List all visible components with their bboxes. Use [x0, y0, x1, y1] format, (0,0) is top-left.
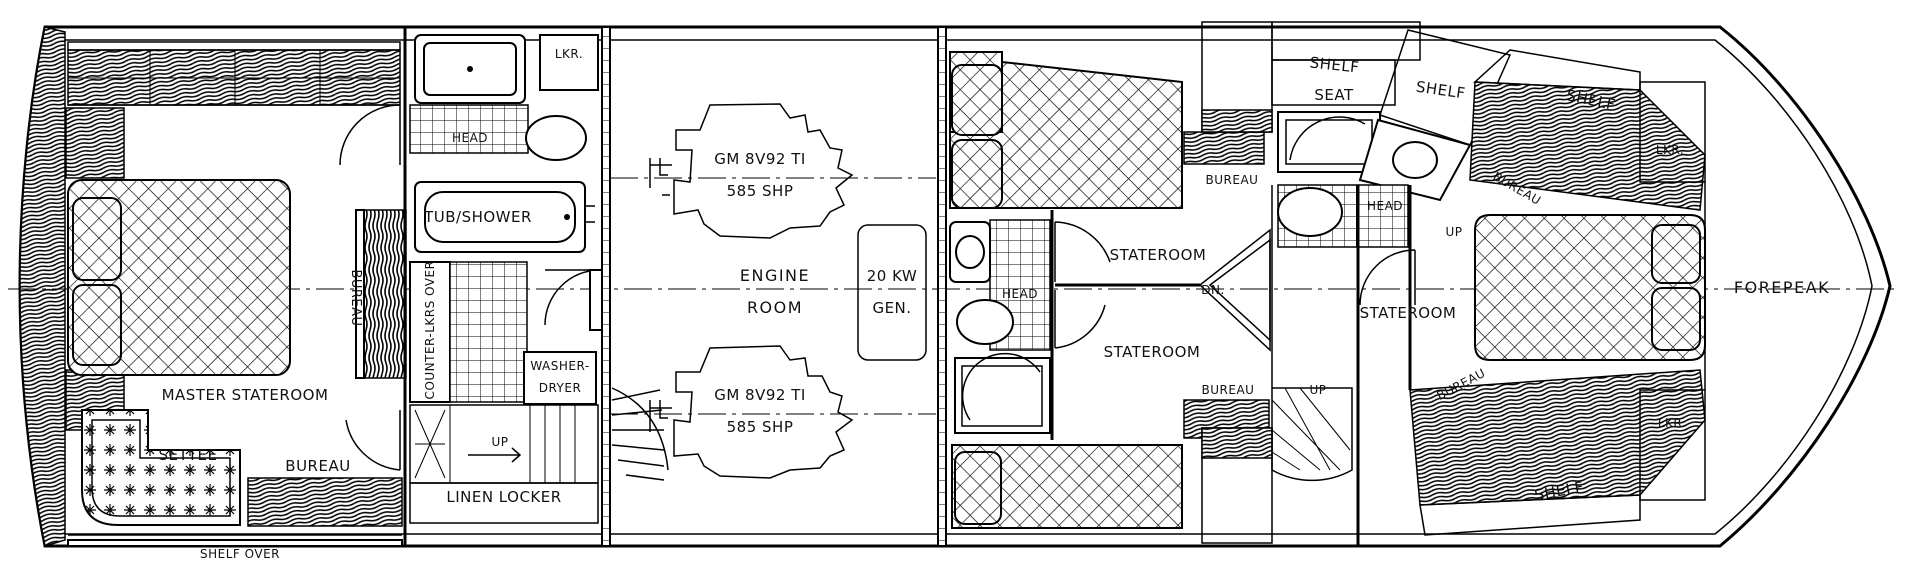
engine-lower	[673, 345, 854, 479]
label-head-aft: HEAD	[452, 131, 488, 145]
mid-head-toilet	[956, 299, 1014, 345]
fwd-upper-pillow-2	[951, 139, 1003, 209]
label-engine-upper-1: GM 8V92 TI	[714, 150, 806, 168]
bulkhead-aft-engine	[601, 26, 611, 547]
washer-dryer	[523, 351, 597, 405]
master-dark-block-upper	[65, 107, 125, 179]
label-head-mid: HEAD	[1002, 287, 1038, 301]
label-counter-lkrs: COUNTER-LKRS OVER	[423, 261, 437, 400]
label-shelf-1: SHELF	[1309, 53, 1360, 76]
label-stateroom-lower: STATEROOM	[1104, 343, 1201, 361]
label-engine-room-1: ENGINE	[740, 266, 810, 285]
bulkhead-fwd-engine	[937, 26, 947, 547]
label-gen-2: GEN.	[872, 299, 911, 317]
bow-locker-lower	[1639, 389, 1706, 501]
label-seat: SEAT	[1314, 86, 1354, 104]
label-up-fwd: UP	[1445, 225, 1462, 239]
master-top-rail	[67, 41, 401, 51]
label-engine-lower-2: 585 SHP	[727, 418, 794, 436]
stateroom-door-lower	[1054, 290, 1106, 349]
label-bureau-master: BUREAU	[348, 269, 363, 326]
label-lkr-fwd-lower: LKR.	[1658, 416, 1686, 430]
master-pillow-2	[72, 284, 122, 366]
label-dn: DN.	[1201, 283, 1225, 297]
label-dryer: DRYER	[539, 381, 582, 395]
label-up-aft: UP	[491, 435, 508, 449]
transom	[19, 26, 66, 547]
label-engine-upper-2: 585 SHP	[727, 182, 794, 200]
label-stateroom-upper: STATEROOM	[1110, 246, 1207, 264]
bow-pillow-2	[1651, 287, 1701, 351]
label-lkr-aft: LKR.	[555, 47, 583, 61]
aft-head-toilet	[525, 115, 587, 161]
aft-tile-area	[449, 261, 528, 403]
label-stateroom-fwd: STATEROOM	[1360, 304, 1457, 322]
generator	[857, 224, 927, 361]
bow-bureau-lower	[1409, 369, 1706, 506]
fwd-stateroom-door	[1359, 249, 1416, 306]
label-washer: WASHER-	[530, 359, 589, 373]
bow-locker-upper	[1639, 81, 1706, 183]
master-door-upper	[339, 104, 401, 166]
label-tub-shower: TUB/SHOWER	[423, 208, 532, 226]
label-engine-lower-1: GM 8V92 TI	[714, 386, 806, 404]
label-bureau-fwd-upper: BUREAU	[1206, 173, 1259, 187]
counter-lockers	[409, 261, 451, 403]
label-bureau-fwd-lower: BUREAU	[1202, 383, 1255, 397]
bow-bed	[1474, 214, 1706, 361]
mid-shower	[954, 357, 1051, 434]
stateroom-door-upper	[1054, 221, 1111, 282]
seat-block	[1271, 59, 1396, 106]
label-linen-locker: LINEN LOCKER	[446, 488, 561, 506]
aft-head-floor	[409, 104, 529, 154]
aft-locker	[539, 34, 599, 91]
label-shelf-2: SHELF	[1415, 78, 1467, 103]
fwd-lower-berth	[951, 444, 1183, 529]
label-lkr-fwd-upper: LKR.	[1656, 143, 1684, 157]
master-bureau-bottom	[247, 477, 403, 527]
label-forepeak: FOREPEAK	[1734, 278, 1830, 297]
label-master-stateroom: MASTER STATEROOM	[162, 386, 329, 404]
label-bureau-settee: BUREAU	[285, 457, 350, 475]
master-door-lower	[345, 410, 401, 471]
label-engine-room-2: ROOM	[747, 298, 803, 317]
label-gen-1: 20 KW	[867, 267, 918, 285]
fwd-lower-pillow	[954, 451, 1002, 525]
bureau-upper-block	[1183, 131, 1265, 165]
settee	[81, 409, 241, 526]
engine-upper-drive	[649, 158, 672, 196]
fwd-upper-pillow-1	[951, 64, 1003, 136]
hull-inner-line	[60, 39, 1873, 535]
engine-upper	[673, 103, 854, 239]
shelf-seat-block	[1271, 21, 1421, 61]
shelf-over-strip	[67, 539, 403, 547]
fwd-head-toilet	[1277, 187, 1343, 237]
spiral-stair	[1271, 387, 1353, 482]
label-head-fwd: HEAD	[1367, 199, 1403, 213]
master-pillow-1	[72, 197, 122, 281]
label-settee: SETTEE	[158, 446, 217, 464]
bow-shelf-lower	[1419, 494, 1641, 536]
bow-pillow-1	[1651, 224, 1701, 284]
master-bed	[67, 179, 291, 376]
engine-room-stairs	[611, 387, 669, 481]
label-shelf-over: SHELF OVER	[200, 547, 280, 561]
label-up-mid: UP	[1309, 383, 1326, 397]
linen-locker	[409, 482, 599, 524]
